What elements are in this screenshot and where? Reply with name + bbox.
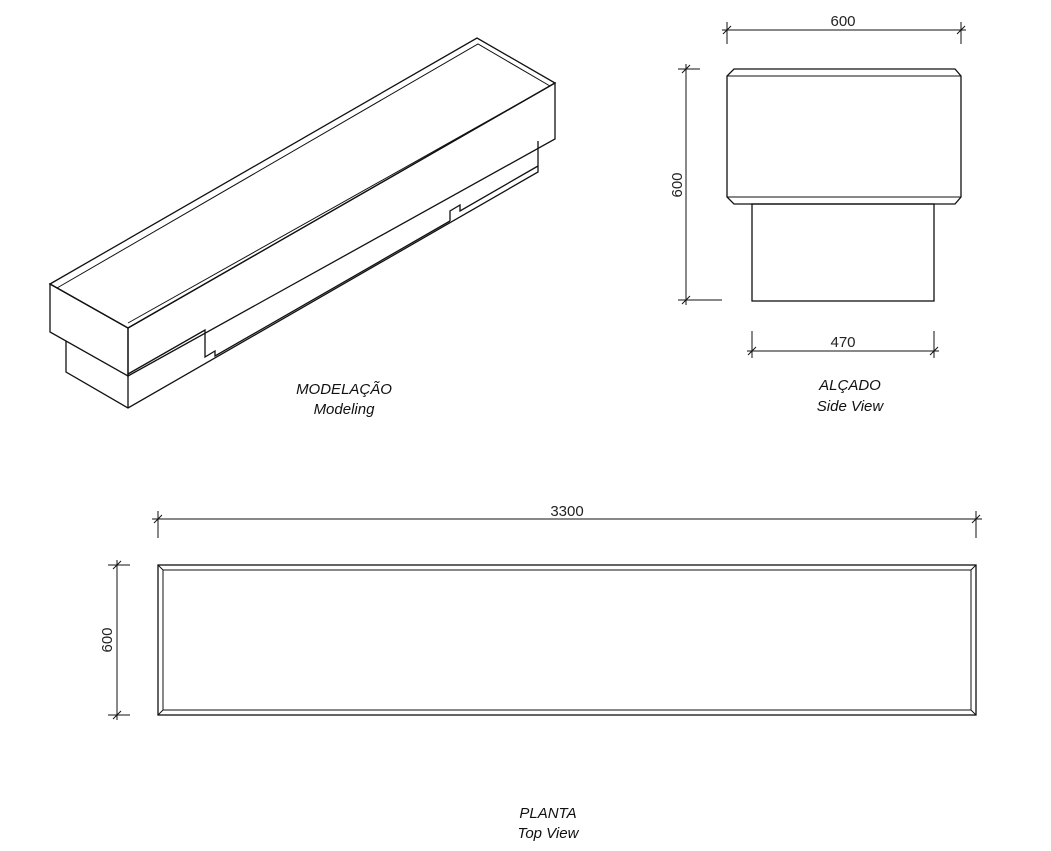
caption-top-en: Top View (518, 825, 580, 842)
dim-side-base-label: 470 (830, 334, 855, 351)
dim-top-width-label: 600 (99, 627, 116, 652)
side-base-block (751, 203, 935, 302)
dim-top-length-label: 3300 (550, 503, 583, 520)
dim-side-height-label: 600 (669, 172, 686, 197)
side-top-block (726, 68, 962, 205)
top-outer-rect (157, 564, 977, 716)
top-inner-rect (162, 569, 972, 711)
model-top-face (48, 37, 557, 329)
side-view (726, 68, 962, 302)
model-end-face (49, 282, 129, 378)
dim-side-width-label: 600 (830, 13, 855, 30)
caption-side-en: Side View (817, 398, 885, 415)
dim-top-width: 600 (99, 560, 130, 720)
top-view (157, 564, 977, 716)
isometric-model (48, 37, 557, 409)
caption-side-pt: ALÇADO (818, 377, 881, 394)
dim-top-length: 3300 (152, 503, 982, 538)
model-notch-right (449, 165, 539, 221)
model-long-face (127, 81, 556, 378)
model-top-chamfer (56, 43, 551, 289)
dim-side-width: 600 (722, 13, 966, 44)
model-notch-left (127, 220, 451, 375)
caption-top-pt: PLANTA (519, 805, 576, 822)
caption-modeling-en: Modeling (314, 401, 376, 418)
dim-side-height: 600 (669, 64, 722, 305)
model-base (65, 141, 539, 409)
caption-modeling-pt: MODELAÇÃO (296, 381, 392, 398)
dim-side-base: 470 (747, 331, 939, 358)
